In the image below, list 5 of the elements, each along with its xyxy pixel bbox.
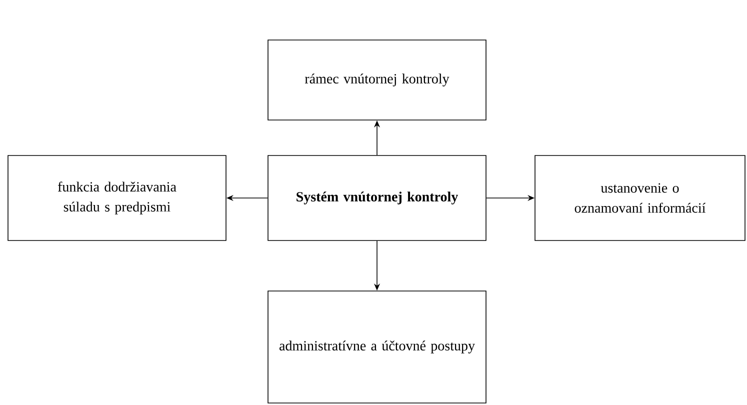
main-box: Systém vnútornej kontroly: [268, 155, 486, 241]
process-box: administratívne a účtovné postupy: [268, 290, 486, 404]
process-box: rámec vnútornej kontroly: [268, 40, 486, 120]
process-box: funkcia dodržiavania súladu s predpismi: [8, 155, 226, 241]
process-box: ustanovenie o oznamovaní informácií: [534, 155, 746, 241]
